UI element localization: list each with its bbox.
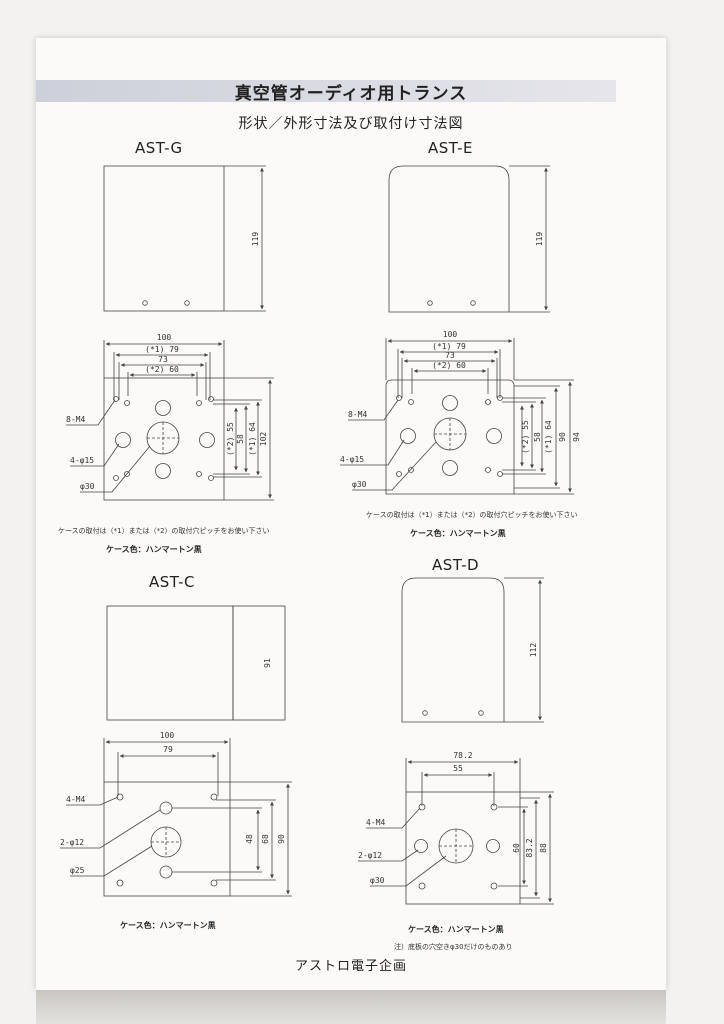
title-band	[36, 80, 616, 102]
dim-ast-g-pitch2: (*2) 60	[145, 365, 179, 374]
dim-ast-c-48: 48	[245, 834, 254, 844]
model-label-ast-g: AST-G	[135, 139, 183, 157]
page-shadow	[36, 990, 666, 1024]
dim-ast-e-55: (*2) 55	[521, 420, 530, 454]
label-ast-d-center: φ30	[370, 876, 385, 885]
label-ast-d-screws: 4-M4	[366, 818, 385, 827]
dim-ast-e-height: 119	[535, 232, 544, 247]
ast-d-bottom-view	[358, 758, 554, 905]
label-ast-g-center: φ30	[80, 482, 95, 491]
dim-ast-c-90: 90	[277, 834, 286, 844]
case-color-ast-e: ケース色：ハンマートン黒	[410, 529, 506, 538]
dim-ast-g-64: (*1) 64	[248, 422, 257, 456]
dim-ast-d-width: 78.2	[453, 751, 472, 760]
label-ast-e-screws: 8-M4	[348, 410, 367, 419]
dim-ast-e-94: 94	[572, 432, 581, 442]
case-color-ast-c: ケース色：ハンマートン黒	[120, 921, 216, 930]
dim-ast-d-60: 60	[512, 843, 521, 853]
dim-ast-e-width: 100	[443, 330, 458, 339]
dim-ast-g-55: (*2) 55	[226, 422, 235, 456]
ast-g-bottom-view	[66, 340, 274, 501]
mount-note-ast-g: ケースの取付は（*1）または（*2）の取付穴ピッチをお使い下さい	[58, 527, 270, 535]
mount-note-ast-e: ケースの取付は（*1）または（*2）の取付穴ピッチをお使い下さい	[366, 511, 578, 519]
label-ast-c-holes: 2-φ12	[60, 838, 84, 847]
label-ast-e-center: φ30	[352, 480, 367, 489]
dim-ast-e-pitch2: (*2) 60	[432, 361, 466, 370]
dim-ast-g-pitch1: (*1) 79	[145, 345, 179, 354]
ast-c-side-view	[106, 605, 286, 721]
label-ast-d-holes: 2-φ12	[358, 851, 382, 860]
label-ast-c-screws: 4-M4	[66, 795, 85, 804]
label-ast-c-center: φ25	[70, 866, 85, 875]
label-ast-g-holes: 4-φ15	[70, 456, 94, 465]
ast-g-side-view	[103, 165, 266, 312]
dim-ast-c-68: 68	[261, 834, 270, 844]
model-label-ast-c: AST-C	[149, 573, 195, 591]
dim-ast-e-64: (*1) 64	[544, 420, 553, 454]
dim-ast-e-73: 73	[445, 351, 455, 360]
document-sheet	[36, 38, 666, 990]
dim-ast-e-58: 58	[533, 432, 542, 442]
dim-ast-d-height: 112	[529, 643, 538, 658]
page-title: 真空管オーディオ用トランス	[234, 84, 468, 104]
model-label-ast-d: AST-D	[432, 556, 480, 574]
company-name: アストロ電子企画	[294, 959, 407, 974]
ast-c-bottom-view	[60, 738, 292, 897]
model-label-ast-e: AST-E	[428, 139, 473, 157]
dim-ast-e-pitch1: (*1) 79	[432, 342, 466, 351]
dim-ast-c-width: 100	[160, 731, 175, 740]
dim-ast-d-88: 88	[539, 843, 548, 853]
label-ast-e-holes: 4-φ15	[340, 455, 364, 464]
case-color-ast-d: ケース色：ハンマートン黒	[408, 925, 504, 934]
dim-ast-g-73: 73	[158, 355, 168, 364]
dim-ast-d-83: 83.2	[525, 838, 534, 857]
dim-ast-g-height: 119	[251, 232, 260, 247]
ast-d-side-view	[401, 577, 544, 723]
dim-ast-c-79: 79	[163, 745, 173, 754]
footnote-ast-d: 注）底板の穴空きφ30だけのものあり	[394, 943, 513, 951]
dim-ast-e-90: 90	[558, 432, 567, 442]
label-ast-g-screws: 8-M4	[66, 415, 85, 424]
ast-e-bottom-view	[340, 338, 574, 495]
dim-ast-c-height: 91	[263, 658, 272, 668]
page-subtitle: 形状／外形寸法及び取付け寸法図	[238, 116, 464, 132]
dim-ast-g-58: 58	[236, 434, 245, 444]
dim-ast-g-102: 102	[259, 432, 268, 447]
dim-ast-d-55: 55	[453, 764, 463, 773]
case-color-ast-g: ケース色：ハンマートン黒	[106, 545, 202, 554]
ast-e-side-view	[388, 165, 550, 313]
dim-ast-g-width: 100	[157, 333, 172, 342]
